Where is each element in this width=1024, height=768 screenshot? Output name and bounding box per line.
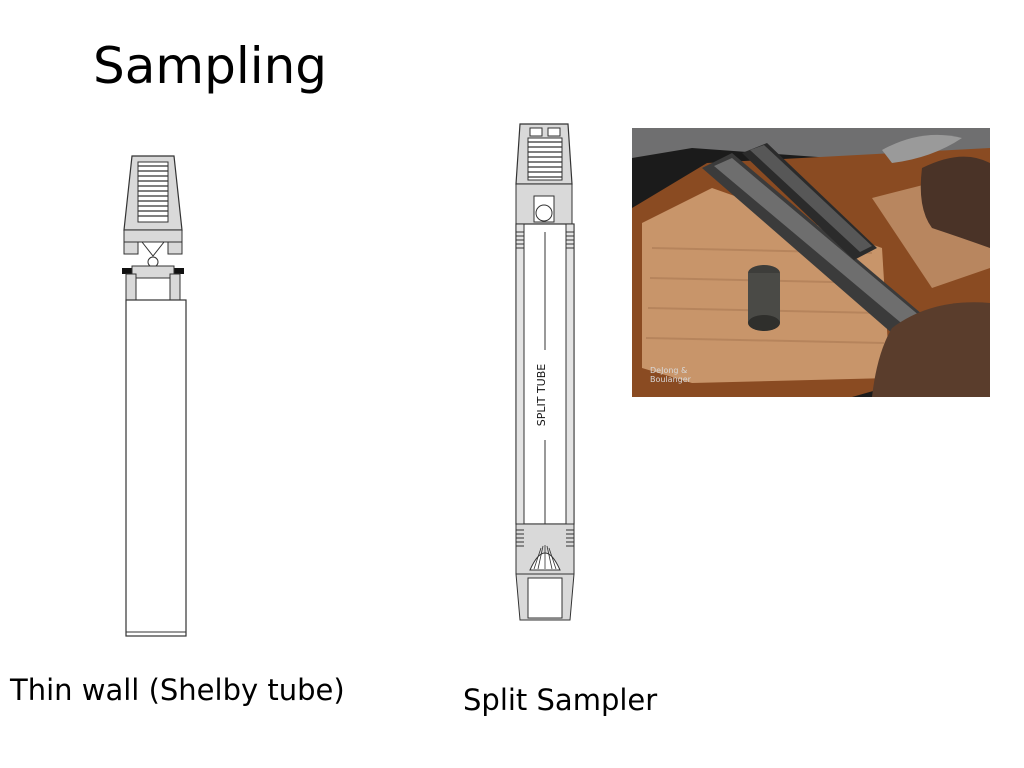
shelby-tube-caption: Thin wall (Shelby tube) (10, 673, 345, 707)
split-sample-photo: DeJong & Boulanger (632, 128, 990, 397)
shelby-tube-diagram (122, 155, 187, 637)
photo-watermark-line2: Boulanger (650, 375, 692, 384)
split-sampler-caption: Split Sampler (463, 683, 658, 717)
split-sampler-diagram: SPLIT TUBE (515, 123, 575, 621)
photo-watermark-line1: DeJong & (650, 366, 687, 375)
split-tube-label: SPLIT TUBE (535, 364, 548, 427)
slide-title: Sampling (93, 37, 328, 95)
